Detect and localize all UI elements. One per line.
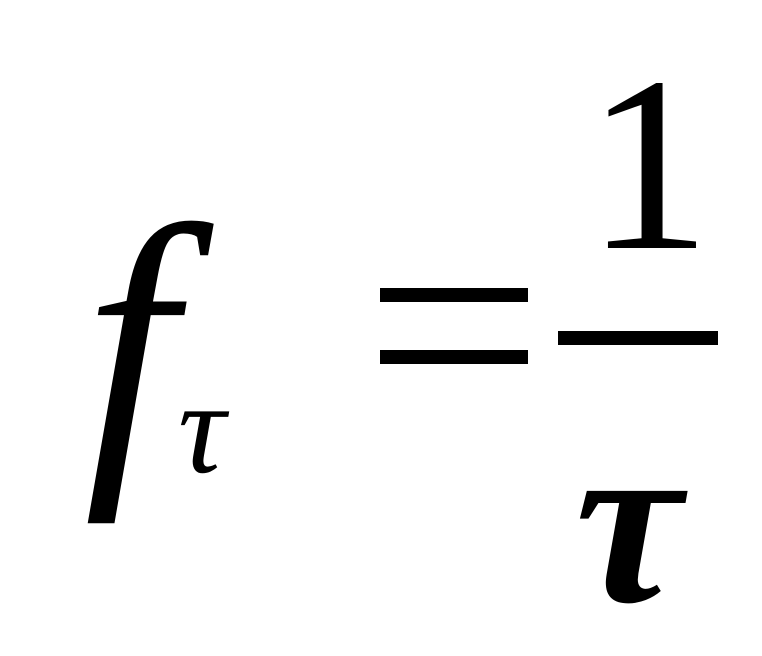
equals-sign [380, 284, 528, 368]
fraction-numerator: 1 [586, 26, 711, 303]
lhs-symbol: f [84, 160, 176, 525]
equals-bar-top [380, 288, 528, 302]
fraction-bar [558, 331, 718, 345]
equals-bar-bottom [380, 350, 528, 364]
fraction-denominator: τ [575, 387, 682, 653]
lhs-subscript: τ [178, 354, 226, 501]
